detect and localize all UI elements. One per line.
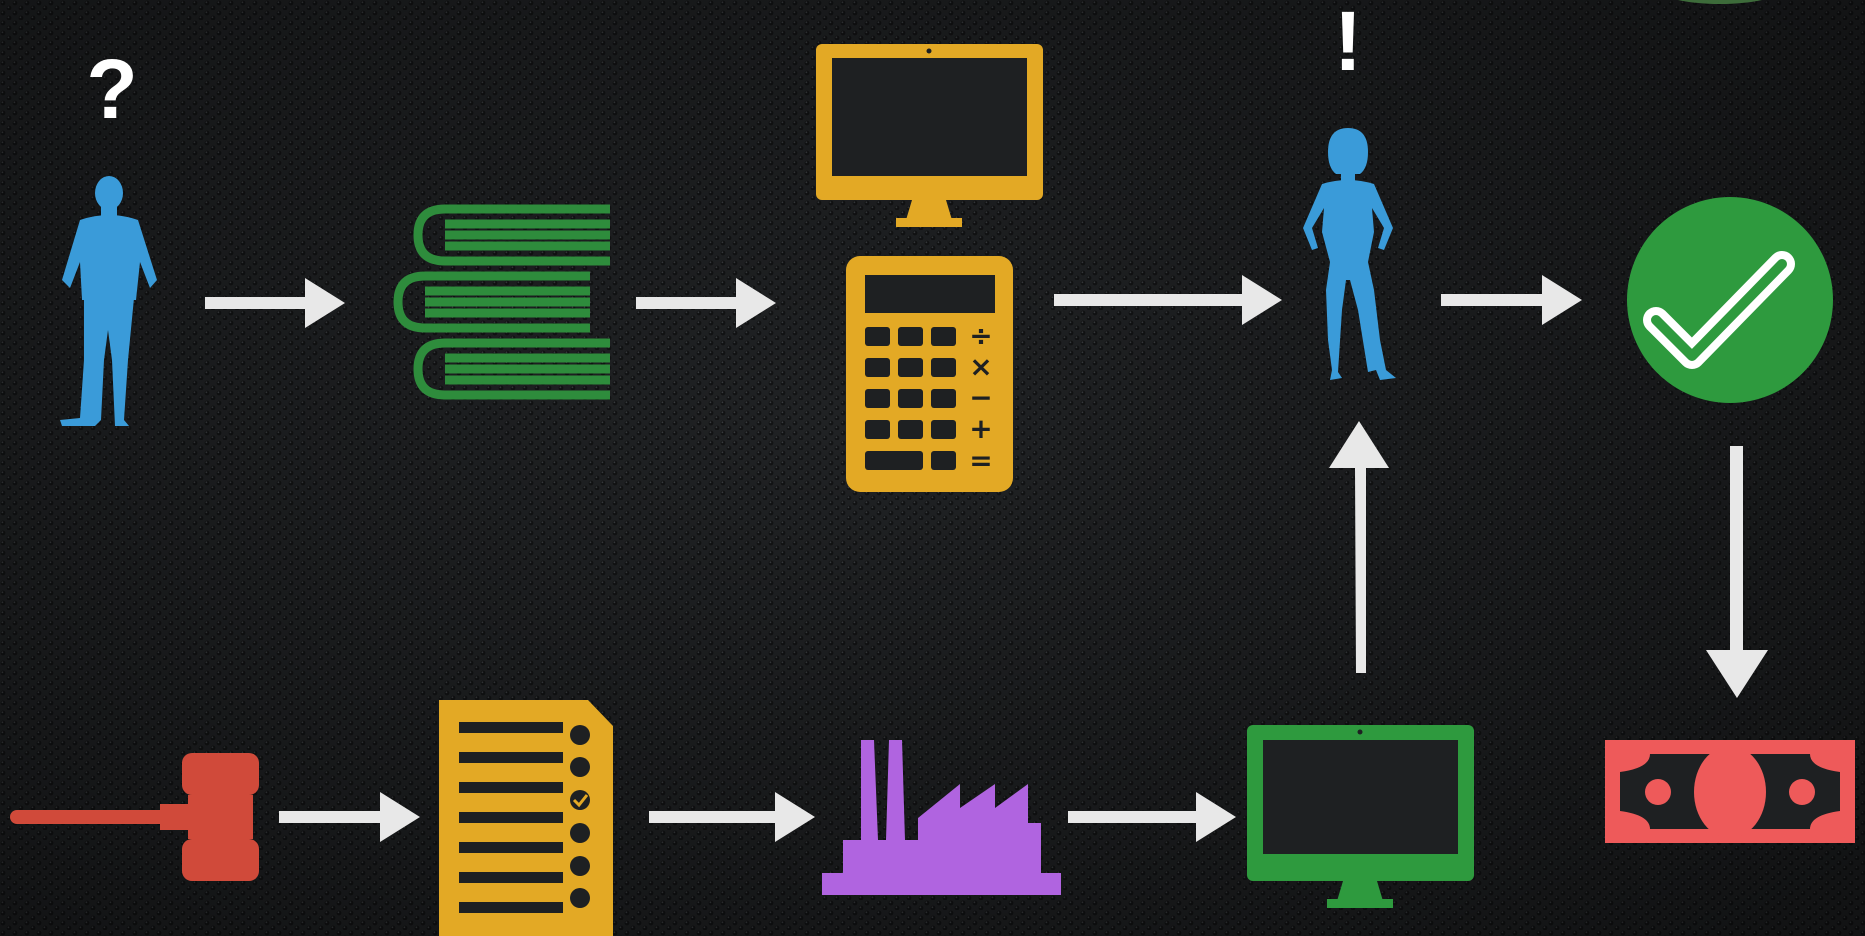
factory-icon xyxy=(822,740,1061,895)
calculator-icon: ÷ × − + = xyxy=(846,256,1013,492)
partial-circle-decoration xyxy=(1678,0,1762,4)
exclamation-mark: ! xyxy=(1334,0,1362,88)
calc-divide-key: ÷ xyxy=(969,319,992,352)
arrow-gavel-to-checklist xyxy=(279,792,420,842)
arrow-woman-to-approval xyxy=(1441,275,1582,325)
checkmark-circle-icon xyxy=(1627,197,1833,403)
man-silhouette-icon xyxy=(60,176,157,426)
question-mark: ? xyxy=(86,42,137,136)
books-icon xyxy=(393,204,610,400)
monitor-icon-bottom xyxy=(1247,725,1474,908)
woman-silhouette-icon xyxy=(1303,128,1396,380)
calc-minus-key: − xyxy=(969,381,992,414)
arrow-checklist-to-factory xyxy=(649,792,815,842)
checklist-icon xyxy=(439,700,613,936)
arrow-computer-to-woman xyxy=(1054,275,1282,325)
calc-multiply-key: × xyxy=(969,350,992,383)
gavel-icon xyxy=(10,753,259,881)
calc-equals-key: = xyxy=(969,444,992,477)
arrow-computer-to-woman-up xyxy=(1329,421,1389,673)
banknote-icon xyxy=(1605,740,1855,843)
checklist-check-icon xyxy=(572,794,589,808)
calc-plus-key: + xyxy=(969,412,992,445)
arrow-man-to-books xyxy=(205,278,345,328)
arrow-approval-to-money xyxy=(1706,446,1768,698)
monitor-icon-top xyxy=(816,44,1043,227)
arrow-books-to-computer xyxy=(636,278,776,328)
arrow-factory-to-computer xyxy=(1068,792,1236,842)
